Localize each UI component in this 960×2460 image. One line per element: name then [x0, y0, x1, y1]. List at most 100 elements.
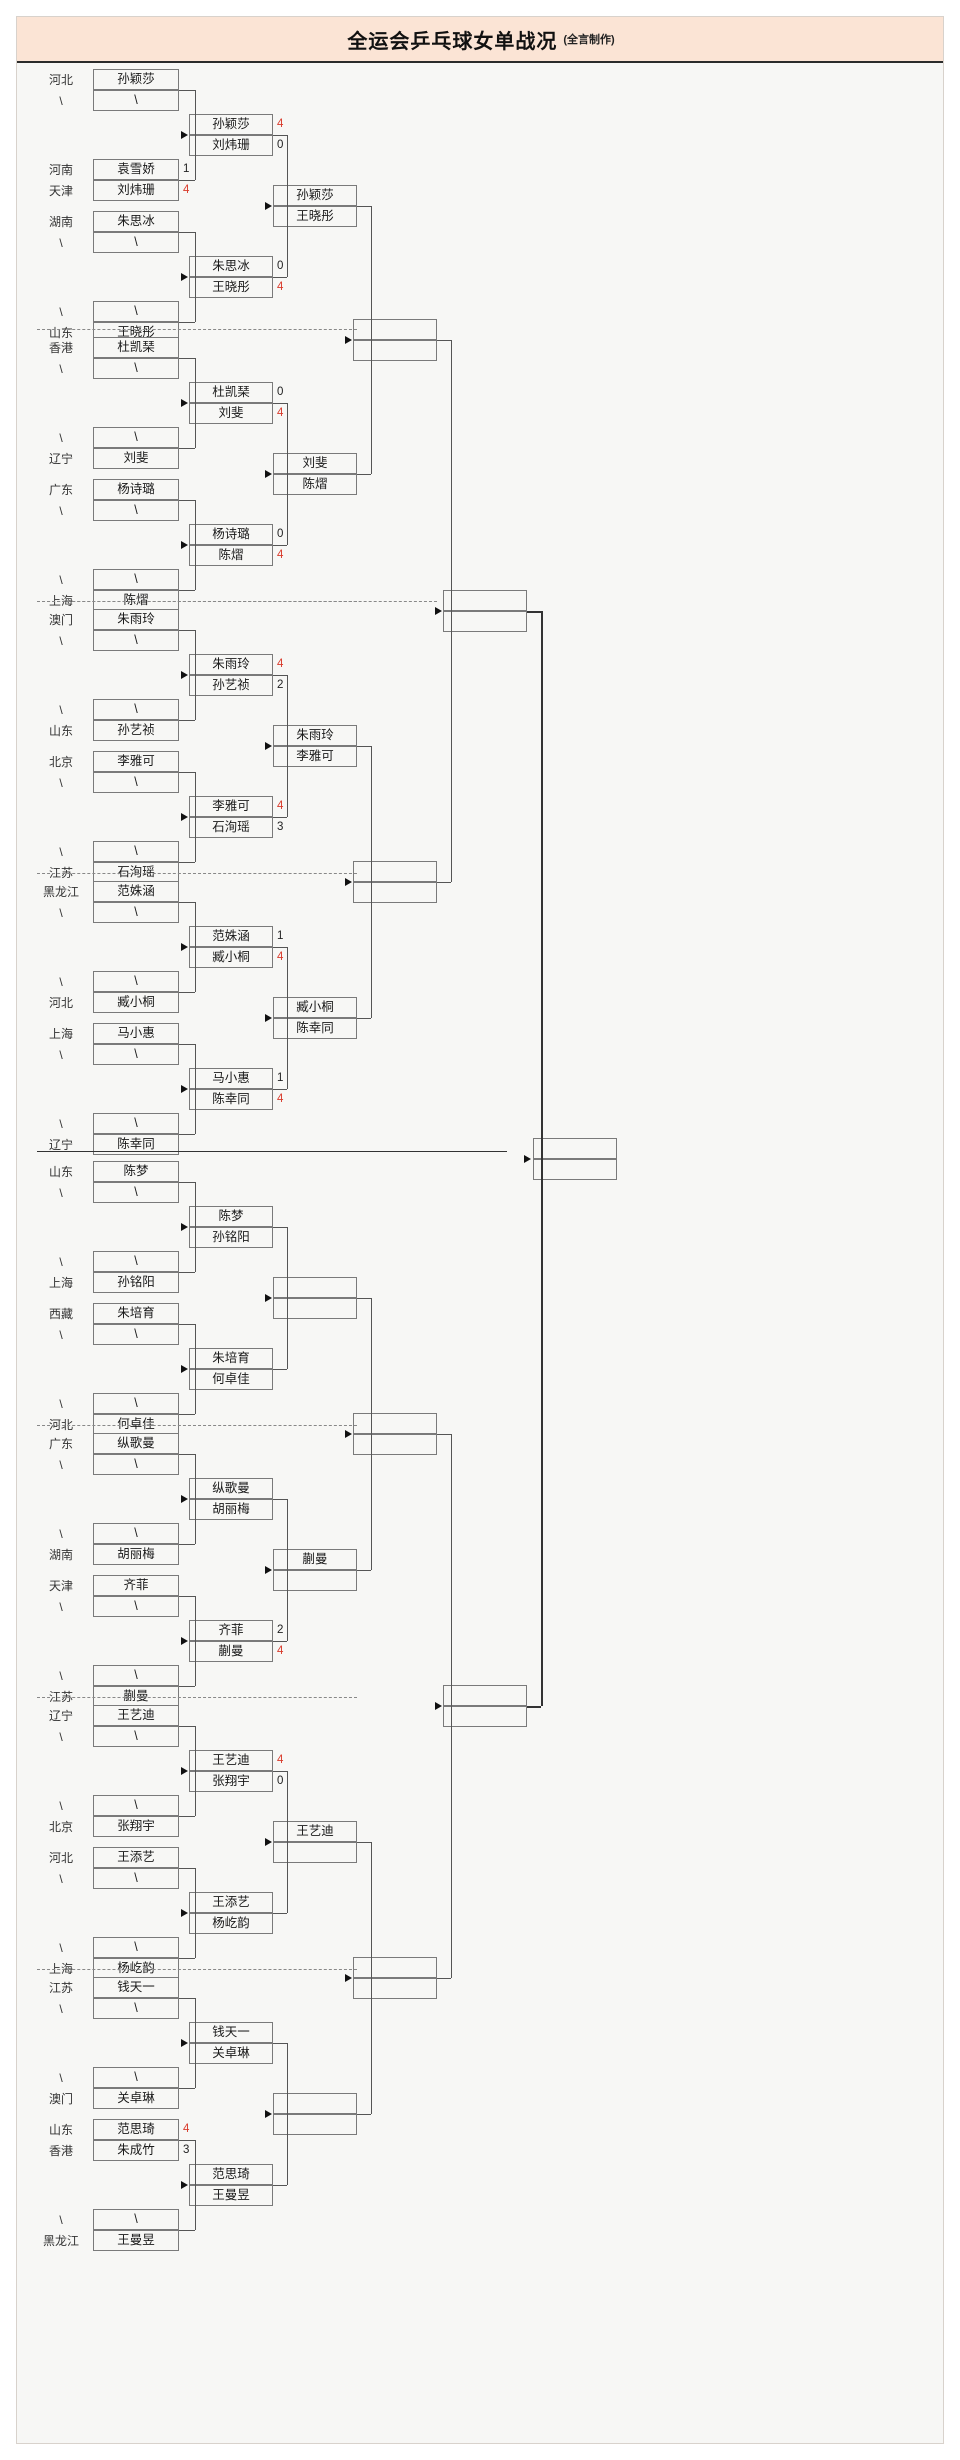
r5-player-box[interactable]	[443, 1706, 527, 1727]
r2-player-box[interactable]: 刘炜珊	[189, 135, 273, 156]
r1-player-box[interactable]: \	[93, 1044, 179, 1065]
r1-player-box[interactable]: 孙颖莎	[93, 69, 179, 90]
r1-player-box[interactable]: 马小惠	[93, 1023, 179, 1044]
r3-player-box[interactable]	[273, 1842, 357, 1863]
r1-player-box[interactable]: 王添艺	[93, 1847, 179, 1868]
r2-player-box[interactable]: 杨屹韵	[189, 1913, 273, 1934]
r1-player-box[interactable]: \	[93, 1113, 179, 1134]
r4-player-box[interactable]	[353, 1978, 437, 1999]
r1-player-box[interactable]: 朱雨玲	[93, 609, 179, 630]
r2-player-box[interactable]: 朱思冰	[189, 256, 273, 277]
r1-player-box[interactable]: \	[93, 630, 179, 651]
r2-player-box[interactable]: 王晓彤	[189, 277, 273, 298]
r1-player-box[interactable]: \	[93, 1795, 179, 1816]
r1-player-box[interactable]: 石洵瑶	[93, 862, 179, 883]
r3-player-box[interactable]	[273, 1298, 357, 1319]
r5-player-box[interactable]	[443, 1685, 527, 1706]
r1-player-box[interactable]: \	[93, 699, 179, 720]
r3-player-box[interactable]	[273, 2093, 357, 2114]
r1-player-box[interactable]: \	[93, 90, 179, 111]
r1-player-box[interactable]: 刘斐	[93, 448, 179, 469]
r1-player-box[interactable]: \	[93, 902, 179, 923]
r1-player-box[interactable]: \	[93, 971, 179, 992]
r1-player-box[interactable]: \	[93, 1596, 179, 1617]
r2-player-box[interactable]: 马小惠	[189, 1068, 273, 1089]
r1-player-box[interactable]: \	[93, 1393, 179, 1414]
r1-player-box[interactable]: 胡丽梅	[93, 1544, 179, 1565]
r1-player-box[interactable]: \	[93, 2209, 179, 2230]
r2-player-box[interactable]: 何卓佳	[189, 1369, 273, 1390]
r1-player-box[interactable]: \	[93, 2067, 179, 2088]
r2-player-box[interactable]: 蒯曼	[189, 1641, 273, 1662]
r1-player-box[interactable]: \	[93, 301, 179, 322]
r3-player-box[interactable]	[273, 1570, 357, 1591]
r5-player-box[interactable]	[443, 590, 527, 611]
r1-player-box[interactable]: 孙铭阳	[93, 1272, 179, 1293]
r2-player-box[interactable]: 钱天一	[189, 2022, 273, 2043]
r1-player-box[interactable]: \	[93, 232, 179, 253]
r2-player-box[interactable]: 杨诗璐	[189, 524, 273, 545]
r1-player-box[interactable]: 朱培育	[93, 1303, 179, 1324]
r2-player-box[interactable]: 王曼昱	[189, 2185, 273, 2206]
r2-player-box[interactable]: 范思琦	[189, 2164, 273, 2185]
r1-player-box[interactable]: 王艺迪	[93, 1705, 179, 1726]
r1-player-box[interactable]: \	[93, 1251, 179, 1272]
r1-player-box[interactable]: 陈熠	[93, 590, 179, 611]
r1-player-box[interactable]: 范姝涵	[93, 881, 179, 902]
r3-player-box[interactable]: 刘斐	[273, 453, 357, 474]
r1-player-box[interactable]: 朱成竹	[93, 2140, 179, 2161]
r1-player-box[interactable]: \	[93, 1523, 179, 1544]
r1-player-box[interactable]: 刘炜珊	[93, 180, 179, 201]
r3-player-box[interactable]: 李雅可	[273, 746, 357, 767]
r1-player-box[interactable]: \	[93, 841, 179, 862]
r4-player-box[interactable]	[353, 319, 437, 340]
r3-player-box[interactable]: 孙颖莎	[273, 185, 357, 206]
r1-player-box[interactable]: \	[93, 427, 179, 448]
r1-player-box[interactable]: 孙艺祯	[93, 720, 179, 741]
r1-player-box[interactable]: \	[93, 1998, 179, 2019]
r1-player-box[interactable]: \	[93, 569, 179, 590]
r2-player-box[interactable]: 李雅可	[189, 796, 273, 817]
r1-player-box[interactable]: \	[93, 1454, 179, 1475]
r1-player-box[interactable]: \	[93, 500, 179, 521]
r1-player-box[interactable]: 朱思冰	[93, 211, 179, 232]
r2-player-box[interactable]: 纵歌曼	[189, 1478, 273, 1499]
final-player-box[interactable]	[533, 1159, 617, 1180]
r2-player-box[interactable]: 朱雨玲	[189, 654, 273, 675]
r5-player-box[interactable]	[443, 611, 527, 632]
r1-player-box[interactable]: \	[93, 1726, 179, 1747]
r4-player-box[interactable]	[353, 1413, 437, 1434]
r3-player-box[interactable]: 臧小桐	[273, 997, 357, 1018]
r1-player-box[interactable]: 陈幸同	[93, 1134, 179, 1155]
r2-player-box[interactable]: 杜凯琹	[189, 382, 273, 403]
r2-player-box[interactable]: 陈熠	[189, 545, 273, 566]
r1-player-box[interactable]: 钱天一	[93, 1977, 179, 1998]
r1-player-box[interactable]: \	[93, 1868, 179, 1889]
r1-player-box[interactable]: 李雅可	[93, 751, 179, 772]
r2-player-box[interactable]: 陈幸同	[189, 1089, 273, 1110]
r2-player-box[interactable]: 齐菲	[189, 1620, 273, 1641]
r1-player-box[interactable]: 袁雪娇	[93, 159, 179, 180]
r2-player-box[interactable]: 王艺迪	[189, 1750, 273, 1771]
r1-player-box[interactable]: \	[93, 1665, 179, 1686]
r4-player-box[interactable]	[353, 861, 437, 882]
r2-player-box[interactable]: 孙艺祯	[189, 675, 273, 696]
r1-player-box[interactable]: \	[93, 1324, 179, 1345]
r2-player-box[interactable]: 刘斐	[189, 403, 273, 424]
r4-player-box[interactable]	[353, 1957, 437, 1978]
r1-player-box[interactable]: 陈梦	[93, 1161, 179, 1182]
r1-player-box[interactable]: 齐菲	[93, 1575, 179, 1596]
r4-player-box[interactable]	[353, 1434, 437, 1455]
r2-player-box[interactable]: 臧小桐	[189, 947, 273, 968]
r1-player-box[interactable]: \	[93, 1182, 179, 1203]
r3-player-box[interactable]: 王艺迪	[273, 1821, 357, 1842]
r3-player-box[interactable]	[273, 2114, 357, 2135]
r4-player-box[interactable]	[353, 882, 437, 903]
r1-player-box[interactable]: 王曼昱	[93, 2230, 179, 2251]
r1-player-box[interactable]: \	[93, 358, 179, 379]
r3-player-box[interactable]: 王晓彤	[273, 206, 357, 227]
r1-player-box[interactable]: \	[93, 772, 179, 793]
r1-player-box[interactable]: 关卓琳	[93, 2088, 179, 2109]
r2-player-box[interactable]: 张翔宇	[189, 1771, 273, 1792]
r2-player-box[interactable]: 石洵瑶	[189, 817, 273, 838]
